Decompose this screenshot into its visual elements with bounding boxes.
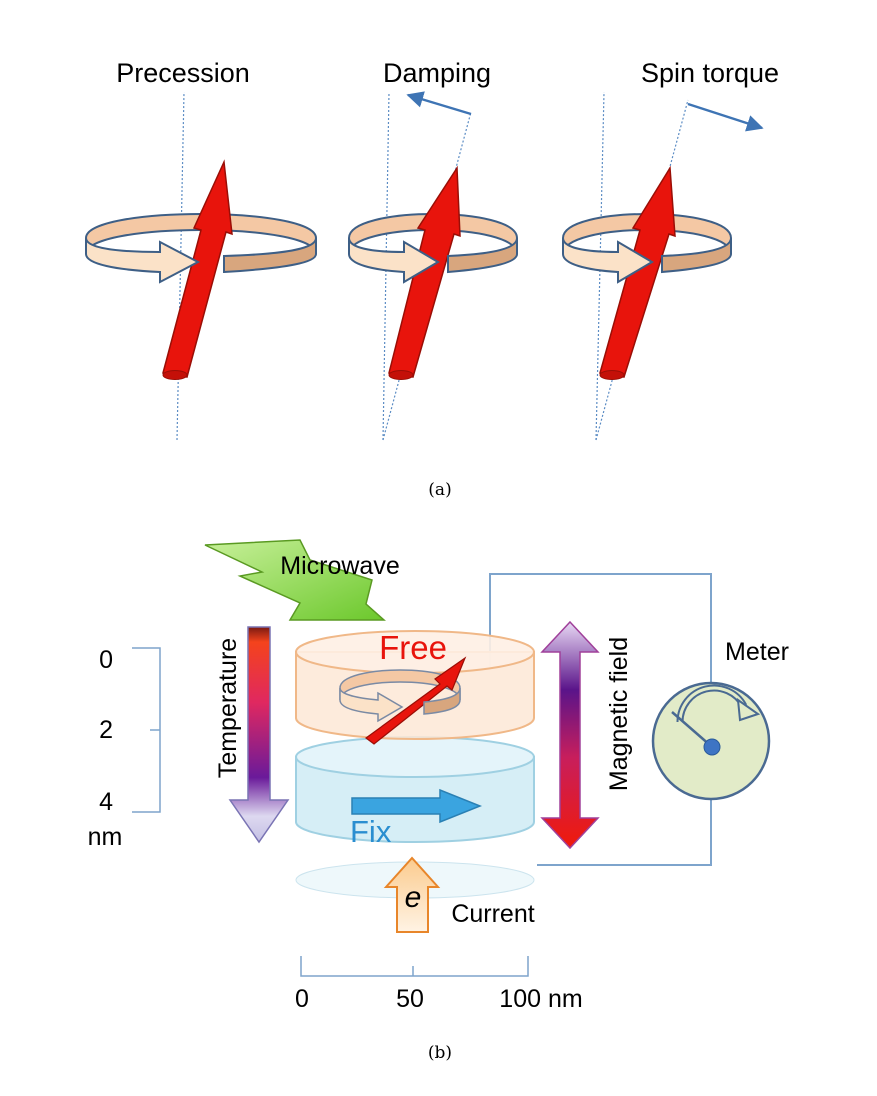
spin-torque-ring-front-right: [661, 237, 732, 274]
spin-torque-magnetization-arrow: [599, 165, 676, 378]
horizontal-scale: 0 50 100 nm: [295, 956, 583, 1013]
precession-diagram: Precession: [85, 58, 317, 441]
precession-magnetization-arrow: [162, 159, 233, 378]
panel-a: Precession Damping Spin torque (a): [85, 58, 779, 500]
damping-label: Damping: [383, 58, 491, 88]
damping-magnetization-arrow: [388, 165, 461, 378]
meter-pivot: [703, 738, 721, 756]
damping-ring-front-right: [447, 237, 518, 274]
hscale-tick-0: 0: [295, 985, 309, 1013]
damping-arrow-base: [388, 370, 414, 380]
spin-torque-arrow-base: [599, 370, 625, 380]
microwave-label: Microwave: [280, 552, 399, 580]
circuit-wire-bottom: [537, 790, 712, 866]
magnetic-field-label: Magnetic field: [605, 637, 633, 791]
circuit-wire-top: [489, 573, 712, 692]
electron-symbol: e: [405, 881, 422, 914]
spin-torque-direction-arrow: [687, 102, 764, 132]
magnetic-field-arrow: [540, 620, 600, 850]
current-arrow: [383, 856, 441, 933]
vscale-tick-2: 2: [99, 716, 113, 744]
hscale-tick-100: 100 nm: [499, 985, 582, 1013]
meter-scale-arc-inner: [678, 686, 746, 723]
temperature-arrow: [228, 626, 290, 844]
spin-torque-ring-front: [562, 237, 654, 284]
damping-diagram: Damping: [348, 58, 518, 441]
spin-torque-label: Spin torque: [641, 58, 779, 88]
fix-magnetization-arrow: [351, 788, 483, 824]
damping-ring-front: [348, 237, 440, 284]
vertical-scale: 0 2 4 nm: [88, 646, 161, 851]
vscale-tick-0: 0: [99, 646, 113, 674]
damping-direction-arrow: [406, 91, 472, 116]
meter-arc-arrowhead: [736, 697, 761, 722]
microwave-arrow: [204, 539, 386, 621]
vscale-tick-4: 4: [99, 788, 113, 816]
meter-label: Meter: [725, 638, 789, 666]
free-ring-front: [339, 687, 404, 723]
precession-arrow-base: [162, 370, 188, 380]
precession-ring-front: [85, 237, 201, 284]
free-ring-front-right: [423, 687, 461, 715]
vscale-unit: nm: [88, 823, 123, 851]
caption-b: (b): [428, 1043, 452, 1063]
temperature-label: Temperature: [214, 638, 242, 778]
spin-torque-diagram: Spin torque: [562, 58, 779, 441]
fix-layer: [295, 736, 535, 843]
meter-needle: [671, 711, 712, 747]
free-layer: [295, 630, 535, 740]
free-label: Free: [379, 629, 447, 666]
current-label: Current: [451, 900, 534, 928]
caption-a: (a): [428, 480, 451, 500]
meter: [651, 681, 771, 801]
precession-label: Precession: [116, 58, 250, 88]
precession-ring-front-right: [223, 237, 317, 274]
fix-label: Fix: [350, 814, 392, 849]
panel-b: Microwave 0 2 4 nm Temperature Fix: [88, 539, 789, 1063]
free-magnetization-arrow: [364, 656, 467, 745]
hscale-tick-50: 50: [396, 985, 424, 1013]
